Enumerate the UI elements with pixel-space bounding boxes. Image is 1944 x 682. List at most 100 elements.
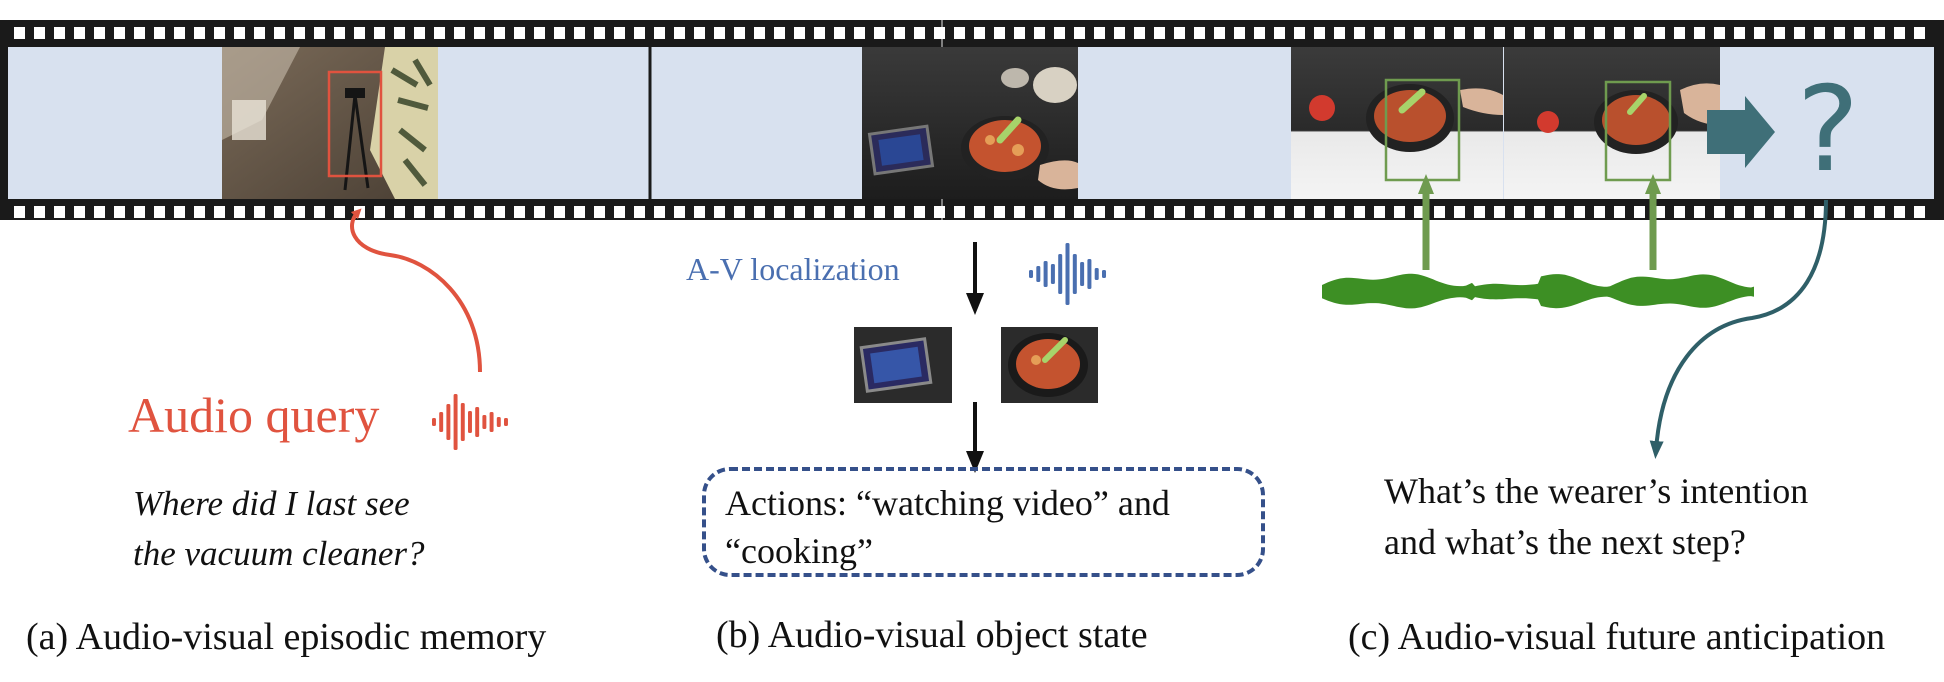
sprocket-hole [954, 27, 965, 39]
sprocket-hole [1414, 206, 1425, 218]
sprocket-hole [414, 27, 425, 39]
sprocket-hole [514, 27, 525, 39]
panel-a-question-line1: Where did I last see [133, 484, 410, 523]
sprocket-hole [1894, 27, 1905, 39]
sprocket-hole [294, 206, 305, 218]
sprocket-hole [1574, 27, 1585, 39]
caption-c: (c) Audio-visual future anticipation [1348, 616, 1886, 658]
sprocket-hole [54, 27, 65, 39]
sprocket-hole [914, 27, 925, 39]
sprocket-hole [1714, 27, 1725, 39]
sprocket-hole [1494, 27, 1505, 39]
sprocket-hole [994, 27, 1005, 39]
waveform-bar [496, 417, 501, 427]
sprocket-hole [494, 27, 505, 39]
sprocket-hole [1714, 206, 1725, 218]
waveform-bar [475, 407, 480, 437]
vacuum-cleaner-frame [222, 47, 438, 199]
sprocket-hole [1154, 27, 1165, 39]
sprocket-hole [1234, 206, 1245, 218]
sprocket-hole [574, 27, 585, 39]
sprocket-hole [1094, 27, 1105, 39]
sprocket-hole [1654, 27, 1665, 39]
waveform-bar [1087, 259, 1092, 289]
sprocket-hole [74, 206, 85, 218]
sprocket-hole [1854, 206, 1865, 218]
sprocket-hole [1754, 27, 1765, 39]
sprocket-hole [174, 206, 185, 218]
sprocket-hole [554, 206, 565, 218]
sprocket-hole [874, 27, 885, 39]
actions-line1: Actions: “watching video” and [725, 483, 1170, 523]
sprocket-hole [514, 206, 525, 218]
sprocket-hole [1054, 206, 1065, 218]
waveform-bar [1050, 264, 1055, 284]
sprocket-hole [1114, 206, 1125, 218]
sprocket-hole [1414, 27, 1425, 39]
sprocket-hole [474, 206, 485, 218]
audio-waveform-green [1322, 273, 1754, 309]
sprocket-hole [394, 27, 405, 39]
waveform-bar [1072, 254, 1077, 294]
sprocket-hole [714, 27, 725, 39]
sprocket-hole [654, 27, 665, 39]
sprocket-hole [694, 27, 705, 39]
sprocket-hole [714, 206, 725, 218]
sprocket-hole [234, 27, 245, 39]
sprocket-hole [974, 206, 985, 218]
sprocket-hole [674, 206, 685, 218]
sprocket-hole [1774, 206, 1785, 218]
sprocket-hole [1294, 206, 1305, 218]
actions-box: Actions: “watching video” and “cooking” [702, 467, 1265, 577]
sprocket-hole [1874, 27, 1885, 39]
sprocket-hole [1854, 27, 1865, 39]
sprocket-hole [1514, 27, 1525, 39]
waveform-icon-red [432, 394, 508, 450]
sprocket-hole [674, 27, 685, 39]
sprocket-hole [1174, 206, 1185, 218]
caption-b: (b) Audio-visual object state [716, 614, 1148, 656]
sprocket-hole [1814, 206, 1825, 218]
waveform-bar [1065, 243, 1070, 305]
film-holes-top [14, 27, 1925, 39]
sprocket-hole [1794, 206, 1805, 218]
sprocket-hole [174, 27, 185, 39]
waveform-bar [1043, 261, 1048, 287]
sprocket-hole [1274, 206, 1285, 218]
sprocket-hole [534, 206, 545, 218]
sprocket-hole [694, 206, 705, 218]
waveform-bar [460, 403, 465, 441]
actions-line2: “cooking” [725, 531, 873, 571]
kitchen-frame [862, 47, 1078, 199]
sprocket-hole [254, 206, 265, 218]
sprocket-hole [14, 27, 25, 39]
panel-a-question-line2: the vacuum cleaner? [133, 534, 425, 573]
sprocket-hole [1214, 206, 1225, 218]
sprocket-hole [974, 27, 985, 39]
sprocket-hole [1474, 27, 1485, 39]
next-arrow-icon [1707, 96, 1775, 168]
sprocket-hole [214, 27, 225, 39]
sprocket-hole [614, 27, 625, 39]
sprocket-hole [1314, 206, 1325, 218]
sprocket-hole [1874, 206, 1885, 218]
sprocket-hole [1554, 206, 1565, 218]
film-holes-bottom [14, 206, 1925, 218]
sprocket-hole [1834, 206, 1845, 218]
sprocket-hole [594, 206, 605, 218]
sprocket-hole [1354, 206, 1365, 218]
sprocket-hole [834, 27, 845, 39]
sprocket-hole [1334, 206, 1345, 218]
sprocket-hole [1254, 27, 1265, 39]
sprocket-hole [1074, 206, 1085, 218]
waveform-bar [446, 404, 451, 440]
sprocket-hole [314, 206, 325, 218]
sprocket-hole [1374, 27, 1385, 39]
waveform-bar [453, 394, 458, 450]
sprocket-hole [754, 206, 765, 218]
sprocket-hole [614, 206, 625, 218]
sprocket-hole [1474, 206, 1485, 218]
sprocket-hole [294, 27, 305, 39]
sprocket-hole [1634, 206, 1645, 218]
